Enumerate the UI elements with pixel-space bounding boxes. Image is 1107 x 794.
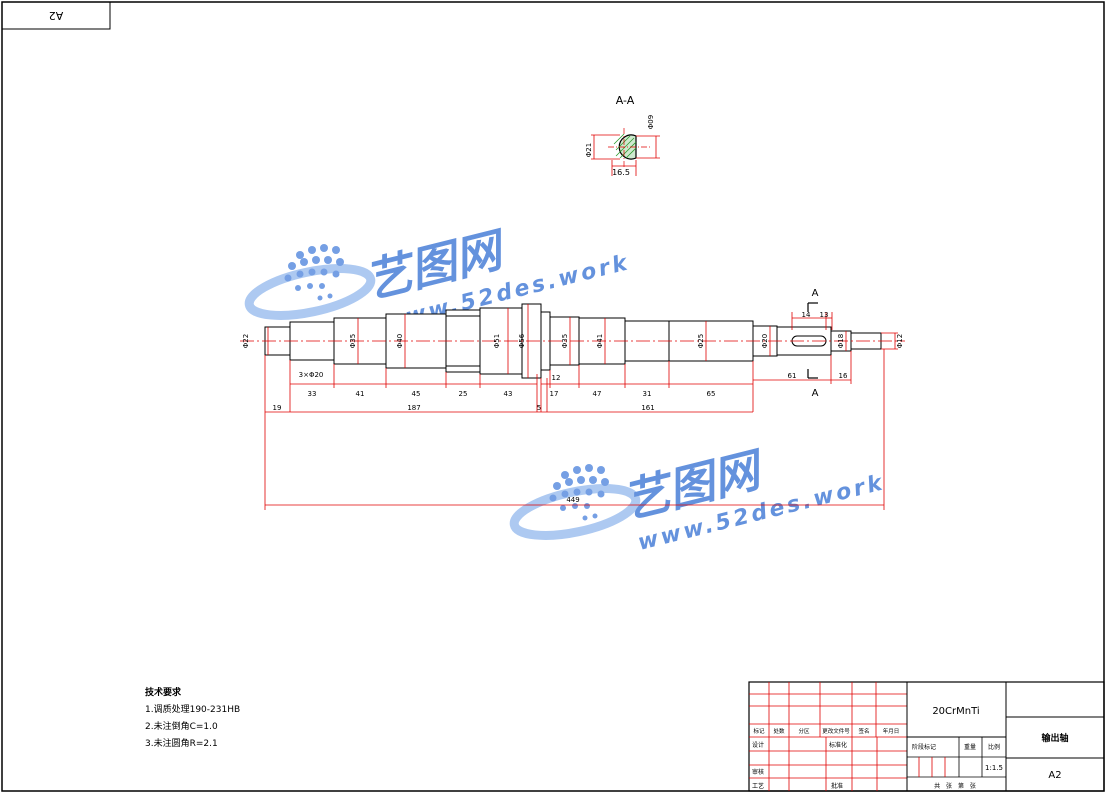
tech-req-item-1: 1.调质处理190-231HB <box>145 703 240 715</box>
length-dimension-row1 <box>289 351 852 412</box>
role-review: 审核 <box>752 768 764 776</box>
len-label-45: 45 <box>412 390 421 398</box>
len-label-31: 31 <box>643 390 652 398</box>
section-view-aa: A-A Φ21 Φ09 16.5 <box>585 94 660 177</box>
rev-header-count: 处数 <box>773 727 785 735</box>
section-view-title: A-A <box>616 94 635 107</box>
title-weight-label: 重量 <box>964 743 976 751</box>
role-design: 设计 <box>752 741 764 749</box>
rev-header-date: 年月日 <box>883 727 900 735</box>
dia-label-10: Φ18 <box>837 334 845 348</box>
dia-label-1: Φ22 <box>242 334 250 348</box>
dia-label-8: Φ25 <box>697 334 705 348</box>
dia-label-9: Φ20 <box>761 334 769 348</box>
rev-header-docno: 更改文件号 <box>822 727 850 735</box>
dia-label-4: Φ51 <box>493 334 501 348</box>
tech-req-heading: 技术要求 <box>145 686 182 698</box>
section-dim-depth: 16.5 <box>612 168 630 177</box>
len-label-187: 187 <box>407 404 420 412</box>
rev-header-zone: 分区 <box>798 727 810 735</box>
title-material: 20CrMnTi <box>932 706 979 717</box>
len-label-12: 12 <box>552 374 561 382</box>
key-dim-width: 14 <box>802 311 811 319</box>
len-label-43: 43 <box>504 390 513 398</box>
len-label-5: 5 <box>537 404 541 412</box>
len-label-16: 16 <box>839 372 848 380</box>
diameter-dimensions <box>267 304 898 378</box>
title-block <box>748 681 1105 792</box>
dia-label-5: Φ56 <box>518 333 526 348</box>
label-approve: 批准 <box>831 782 843 790</box>
len-label-17: 17 <box>550 390 559 398</box>
dia-label-7: Φ41 <box>596 334 604 348</box>
dia-label-11: Φ12 <box>896 334 904 348</box>
tech-req-item-2: 2.未注倒角C=1.0 <box>145 720 218 732</box>
dia-label-3: Φ40 <box>396 334 404 348</box>
len-label-61: 61 <box>788 372 797 380</box>
dia-label-6: Φ35 <box>561 334 569 348</box>
title-scale: 1:1.5 <box>985 764 1003 772</box>
corner-size-code: A2 <box>49 9 64 22</box>
len-label-161: 161 <box>641 404 654 412</box>
corner-size-box <box>1 1 111 30</box>
role-process: 工艺 <box>752 782 764 790</box>
section-dim-keyway: Φ09 <box>647 115 655 129</box>
key-dim-offset: 13 <box>820 311 829 319</box>
title-scale-label: 比例 <box>988 743 1000 751</box>
tech-req-item-3: 3.未注圆角R=2.1 <box>145 737 218 749</box>
section-mark-top: A <box>812 288 819 299</box>
len-label-33: 33 <box>308 390 317 398</box>
length-dimension-row2 <box>264 349 885 510</box>
len-label-overall: 449 <box>566 496 579 504</box>
len-label-47: 47 <box>593 390 602 398</box>
label-standardization: 标准化 <box>829 741 847 749</box>
len-label-65: 65 <box>707 390 716 398</box>
section-dim-diameter: Φ21 <box>585 143 593 157</box>
len-label-41: 41 <box>356 390 365 398</box>
len-label-19: 19 <box>273 404 282 412</box>
rev-header-mark: 标记 <box>753 727 765 735</box>
len-label-chamfer: 3×Φ20 <box>299 371 324 379</box>
section-mark-bottom: A <box>812 388 819 399</box>
title-sheet-size: A2 <box>1048 770 1061 781</box>
len-label-25: 25 <box>459 390 468 398</box>
title-sheet-count: 共 张 第 张 <box>934 782 978 790</box>
dia-label-2: Φ35 <box>349 334 357 348</box>
title-part-name: 输出轴 <box>1041 732 1068 744</box>
tech-requirements: 技术要求 1.调质处理190-231HB 2.未注倒角C=1.0 3.未注圆角R… <box>145 686 240 749</box>
title-stage-label: 阶段标记 <box>912 743 936 751</box>
section-cut-markers <box>807 302 818 379</box>
key-dimension-lines <box>791 312 833 330</box>
rev-header-sign: 签名 <box>858 727 869 735</box>
